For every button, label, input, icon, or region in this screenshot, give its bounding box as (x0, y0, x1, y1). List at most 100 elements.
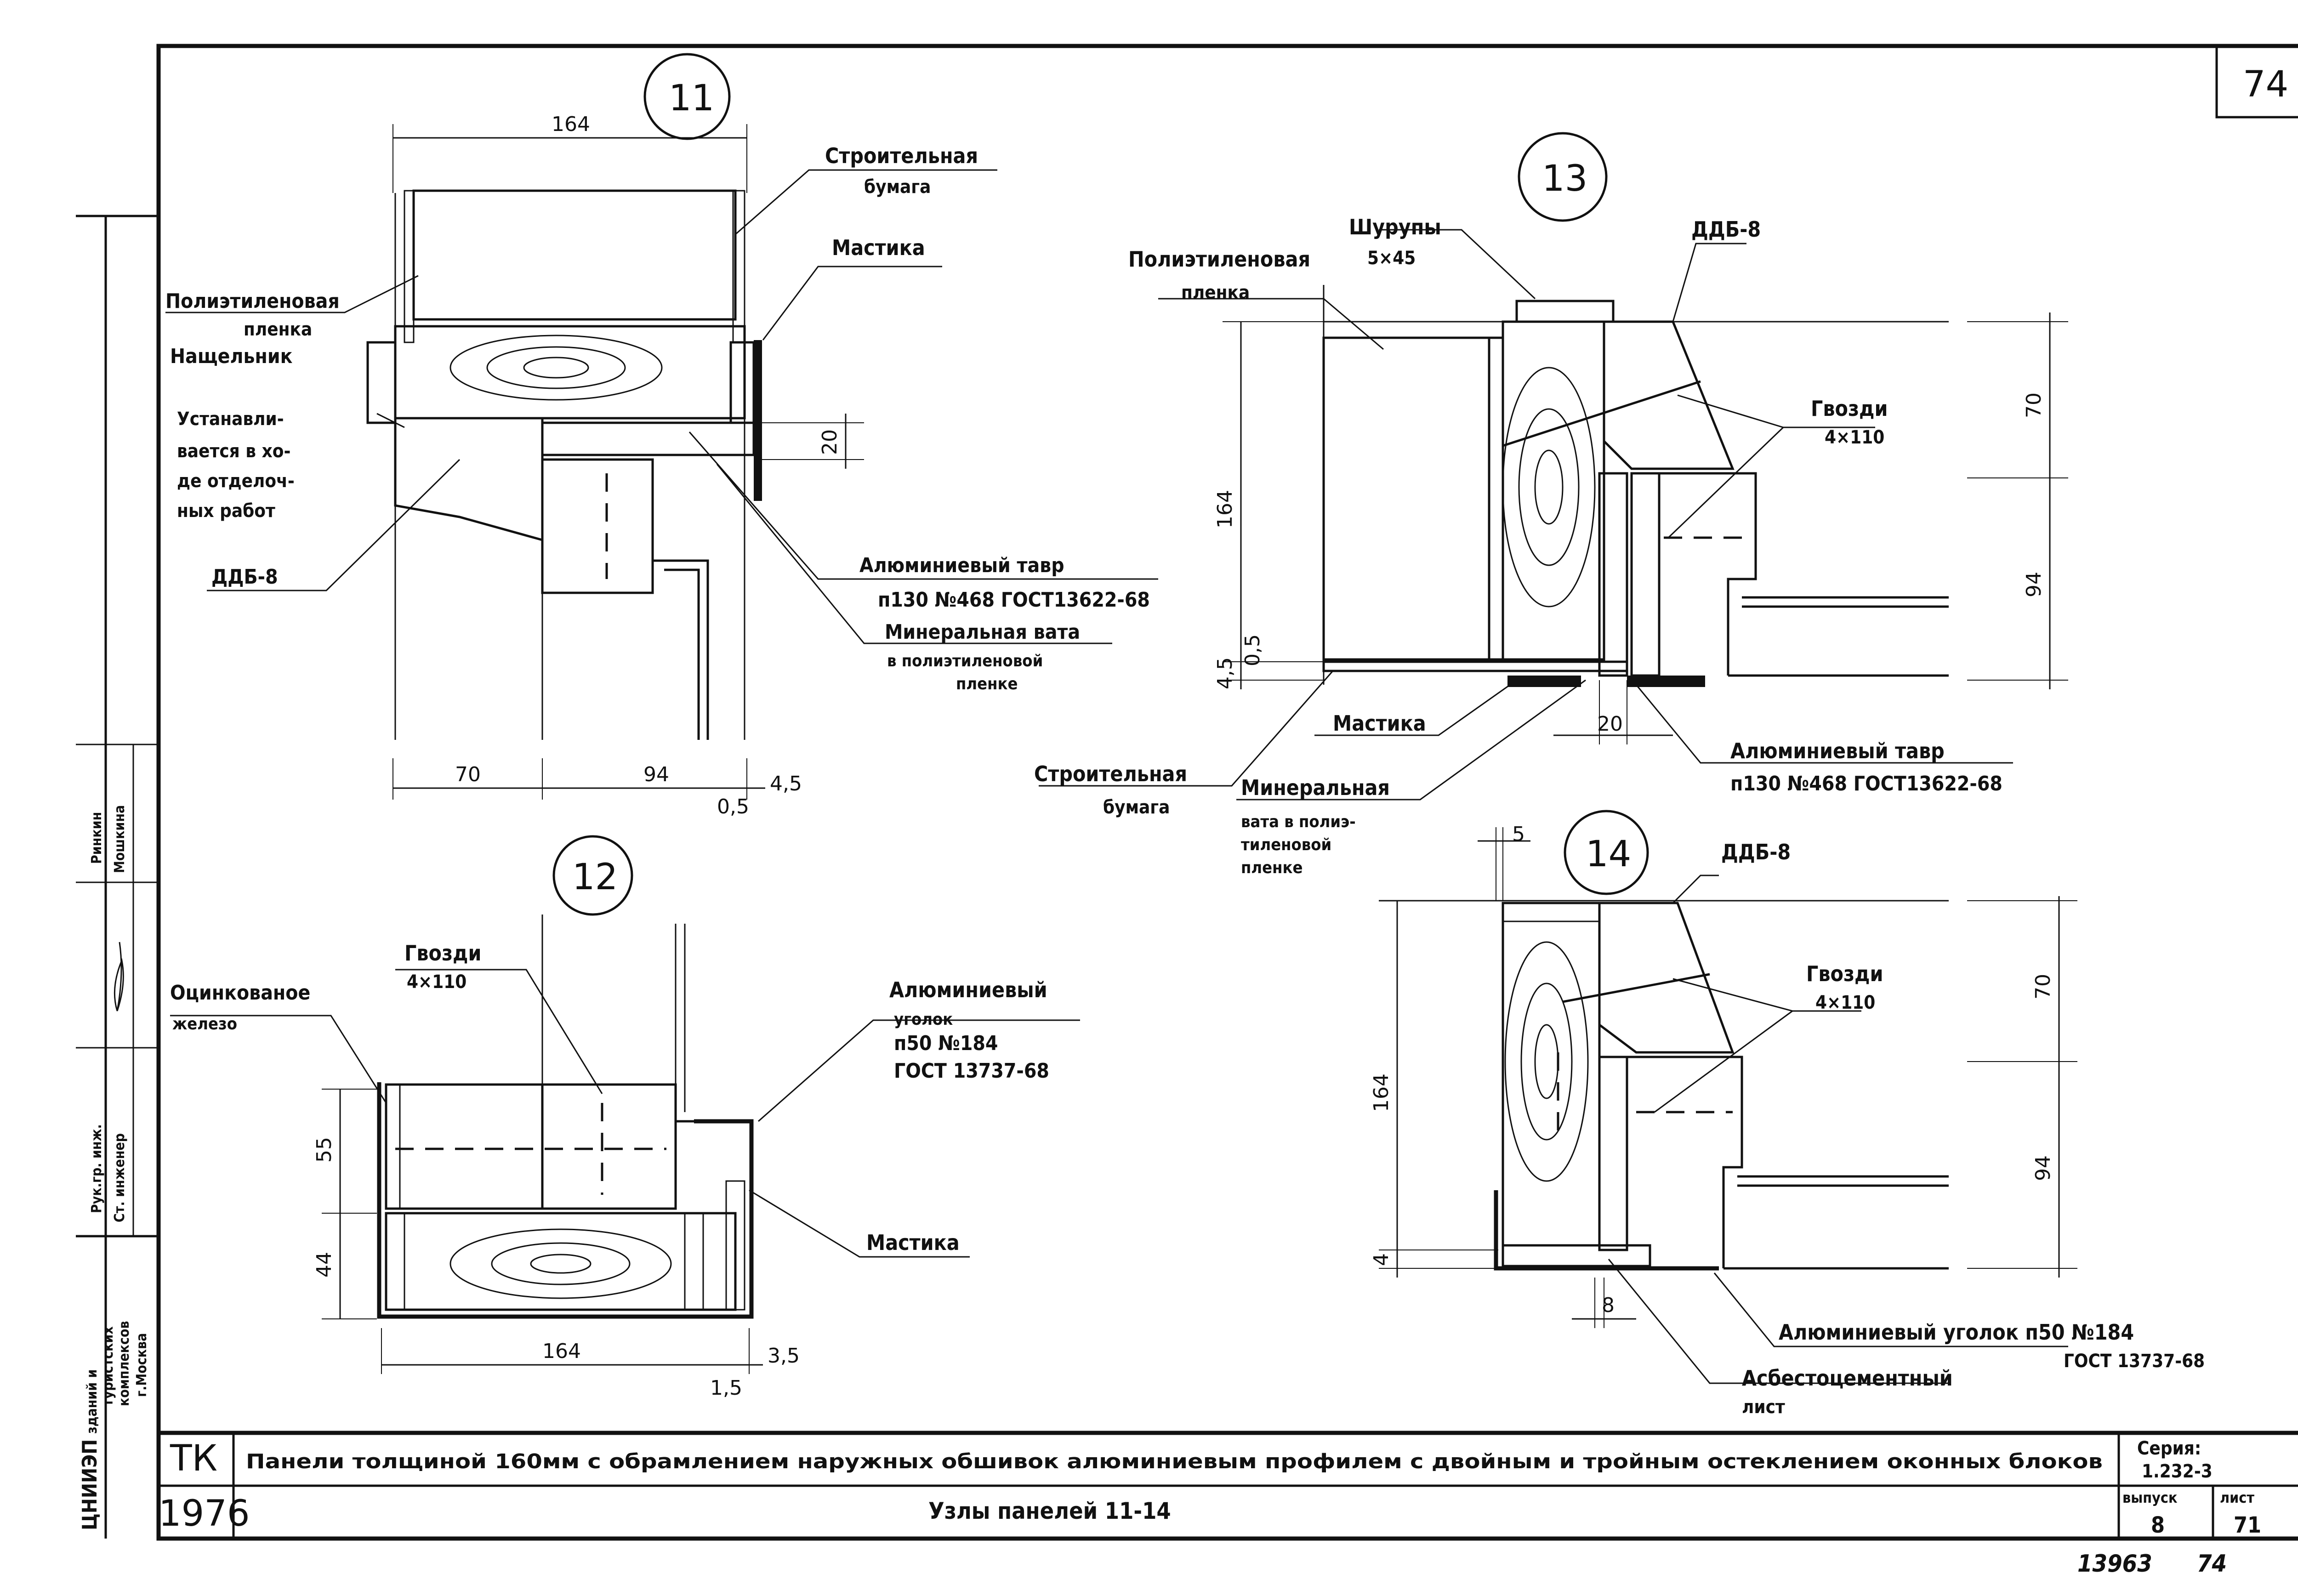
node-11-dim-20: 20 (818, 429, 842, 455)
issue-label: выпуск (2122, 1489, 2178, 1506)
title-main: Панели толщиной 160мм с обрамлением нару… (246, 1450, 2103, 1473)
node-11-label-wool-1: Минеральная вата (885, 620, 1080, 644)
node-14-label-asb-1: Асбестоцементный (1742, 1366, 1953, 1391)
sheet-value: 71 (2234, 1512, 2261, 1538)
node-13-dim-05: 0,5 (1241, 634, 1264, 666)
node-11-label-paper-2: бумага (864, 176, 931, 198)
node-11-label-mastic: Мастика (832, 235, 925, 260)
stamp-name-2: Мошкина (112, 805, 128, 873)
node-11-label-install-1: Устанавли- (177, 409, 284, 430)
node-12-label-angle-3: п50 №184 (894, 1032, 998, 1055)
sheet-number: 74 (2243, 64, 2288, 105)
stamp-name-1: Ринкин (89, 812, 105, 864)
node-13-dim-164: 164 (1213, 490, 1237, 528)
node-14-label-ddb: ДДБ-8 (1721, 840, 1791, 864)
node-11-number: 11 (669, 78, 714, 119)
node-14-label-asb-2: лист (1742, 1397, 1785, 1418)
side-stamp: ЦНИИЭП зданий и туристских комплексов г.… (76, 215, 161, 1539)
node-12-dim-44: 44 (313, 1252, 336, 1278)
node-13-label-mastic: Мастика (1333, 711, 1426, 736)
node-13-label-film-2: пленка (1181, 282, 1250, 303)
node-11-label-wool-2: в полиэтиленовой (887, 652, 1043, 670)
node-13-label-tee-1: Алюминиевый тавр (1730, 738, 1945, 763)
node-14-dim-8: 8 (1602, 1294, 1615, 1317)
node-12-label-angle-4: ГОСТ 13737-68 (894, 1059, 1049, 1083)
node-13-label-wool-4: пленке (1241, 858, 1303, 877)
node-13-label-ddb: ДДБ-8 (1691, 217, 1761, 242)
node-12-dim-55: 55 (313, 1137, 336, 1163)
node-14-number: 14 (1586, 834, 1631, 875)
stamp-org-2: зданий и (84, 1369, 100, 1434)
node-12-label-angle-2: уголок (894, 1010, 953, 1029)
node-13: 13 164 4,5 0,5 (1034, 132, 2068, 877)
node-11-label-film-2: пленка (244, 319, 312, 340)
node-13-marker (1518, 132, 1608, 222)
node-11-label-tee-2: п130 №468 ГОСТ13622-68 (878, 588, 1150, 612)
stamp-org-1: ЦНИИЭП (78, 1439, 102, 1530)
node-14-label-angle-2: ГОСТ 13737-68 (2064, 1351, 2205, 1372)
node-13-label-wool-1: Минеральная (1241, 775, 1390, 800)
node-13-label-tee-2: п130 №468 ГОСТ13622-68 (1730, 772, 2002, 795)
node-14-marker (1564, 810, 1649, 895)
node-13-number: 13 (1542, 158, 1587, 199)
node-14-dim-4: 4 (1370, 1253, 1393, 1266)
node-11-label-install-3: де отделоч- (177, 471, 295, 492)
node-12: 12 55 44 164 3,5 1,5 (170, 835, 1080, 1400)
node-11-label-film-1: Полиэтиленовая (165, 290, 340, 313)
node-13-label-film-1: Полиэтиленовая (1128, 247, 1310, 272)
node-12-dim-35: 3,5 (768, 1344, 800, 1368)
node-13-label-paper-2: бумага (1103, 797, 1170, 818)
sheet-label: лист (2220, 1489, 2254, 1506)
node-11-dim-45: 4,5 (770, 772, 802, 795)
node-13-label-nails-1: Гвозди (1811, 396, 1888, 421)
node-13-dim-45: 4,5 (1213, 657, 1237, 689)
node-11-dim-70: 70 (455, 763, 481, 786)
node-11-dim-05: 0,5 (717, 795, 749, 818)
node-12-dim-15: 1,5 (710, 1376, 742, 1400)
stamp-role-2: Ст. инженер (112, 1133, 128, 1222)
title-year: 1976 (159, 1493, 250, 1534)
series-value: 1.232-3 (2142, 1461, 2213, 1482)
node-12-number: 12 (572, 857, 618, 898)
issue-value: 8 (2151, 1512, 2165, 1538)
node-11-label-tee-1: Алюминиевый тавр (859, 554, 1064, 577)
archive-number: 13963 (2077, 1550, 2152, 1578)
node-12-label-angle-1: Алюминиевый (889, 977, 1047, 1002)
node-11-label-ddb: ДДБ-8 (211, 565, 278, 589)
node-14-dim-70: 70 (2031, 974, 2055, 1000)
node-13-label-screws-2: 5×45 (1367, 248, 1416, 269)
node-13-label-wool-2: вата в полиэ- (1241, 812, 1356, 831)
node-11-label-install-4: ных работ (177, 500, 275, 522)
stamp-org-4: комплексов (116, 1321, 132, 1406)
node-11-dim-top: 164 (552, 113, 590, 136)
node-11-label-strip: Нащельник (170, 345, 293, 368)
node-11-label-install-2: вается в хо- (177, 441, 290, 462)
node-11-label-paper-1: Строительная (825, 143, 978, 168)
node-14-label-nails-2: 4×110 (1815, 992, 1875, 1013)
stamp-org-5: г.Москва (134, 1333, 150, 1397)
node-14-label-angle-1: Алюминиевый уголок п50 №184 (1779, 1320, 2134, 1345)
signature-mark (114, 942, 124, 1011)
node-13-label-paper-1: Строительная (1034, 761, 1187, 786)
node-11-dim-94: 94 (643, 763, 669, 786)
node-12-dim-164: 164 (542, 1340, 581, 1363)
node-11: 11 164 70 94 4,5 (165, 53, 1158, 818)
node-11-label-wool-3: пленке (956, 675, 1018, 693)
node-13-label-nails-2: 4×110 (1825, 427, 1884, 448)
node-13-label-screws-1: Шурупы (1349, 215, 1441, 239)
stamp-role-1: Рук.гр. инж. (89, 1124, 105, 1213)
node-12-label-zinc-2: железо (172, 1015, 237, 1034)
node-12-label-mastic: Мастика (866, 1230, 960, 1255)
node-14-dim-5: 5 (1512, 823, 1525, 846)
node-12-label-nails-1: Гвозди (404, 941, 481, 966)
node-12-marker (552, 835, 633, 916)
title-block: ТК 1976 Панели толщиной 160мм с обрамлен… (159, 1438, 2261, 1538)
node-11-marker (643, 53, 731, 140)
node-13-dim-70: 70 (2022, 392, 2046, 418)
node-13-dim-20: 20 (1597, 712, 1623, 736)
series-label: Серия: (2137, 1438, 2201, 1459)
node-13-label-wool-3: тиленовой (1241, 835, 1331, 854)
title-subtitle: Узлы панелей 11-14 (928, 1498, 1171, 1524)
node-14-label-nails-1: Гвозди (1806, 961, 1883, 986)
